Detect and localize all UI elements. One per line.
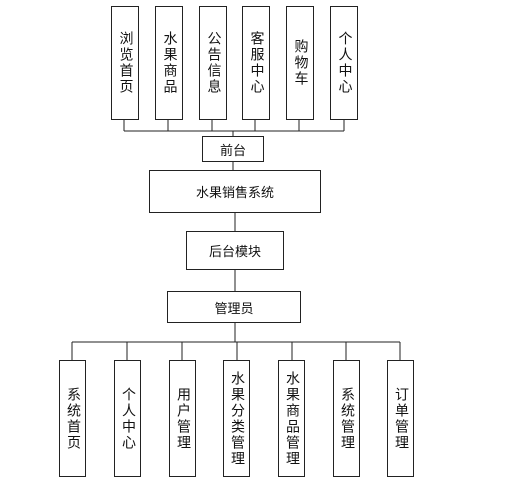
admin-module-system-management: 系统管理 — [333, 360, 360, 477]
admin-module-personal-center: 个人中心 — [114, 360, 141, 477]
backend-node: 后台模块 — [186, 231, 284, 270]
frontend-node: 前台 — [202, 136, 264, 162]
frontend-module-personal-center: 个人中心 — [330, 6, 358, 120]
admin-module-user-management: 用户管理 — [169, 360, 196, 477]
system-node: 水果销售系统 — [149, 170, 321, 213]
admin-module-system-home: 系统首页 — [59, 360, 86, 477]
frontend-module-announcements: 公告信息 — [199, 6, 227, 120]
admin-module-fruit-category-management: 水果分类管理 — [223, 360, 250, 477]
frontend-module-fruit-products: 水果商品 — [155, 6, 183, 120]
admin-module-fruit-product-management: 水果商品管理 — [278, 360, 305, 477]
frontend-module-cart: 购物车 — [286, 6, 314, 120]
frontend-module-home: 浏览首页 — [111, 6, 139, 120]
admin-node: 管理员 — [167, 291, 301, 323]
frontend-module-customer-service: 客服中心 — [242, 6, 270, 120]
admin-module-order-management: 订单管理 — [387, 360, 414, 477]
